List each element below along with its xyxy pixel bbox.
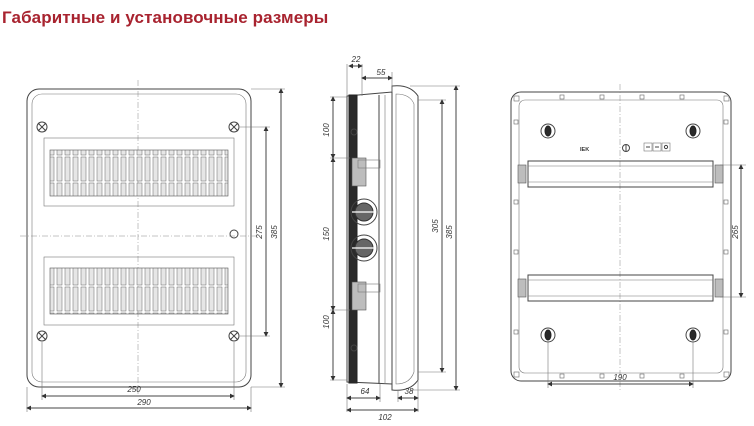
side-rail-upper — [351, 157, 367, 187]
side-dim-100-bottom: 100 — [322, 315, 331, 329]
front-dim-275: 275 — [255, 225, 264, 240]
side-door-inner — [395, 93, 415, 385]
front-screw-bl — [36, 330, 48, 342]
side-back-wall — [348, 94, 358, 384]
side-dim-385: 385 — [445, 225, 454, 239]
side-rail-lower — [351, 281, 367, 311]
back-brand: IEK — [580, 147, 589, 153]
front-dim-290: 290 — [136, 398, 151, 407]
side-dim-64: 64 — [361, 387, 370, 396]
side-dim-102: 102 — [378, 413, 392, 422]
front-dim-250: 250 — [126, 385, 141, 394]
back-perimeter-marks — [513, 94, 730, 379]
front-row-lower-slots — [49, 267, 229, 315]
back-dim-190: 190 — [613, 373, 627, 382]
side-view: 22 55 100 150 100 305 385 64 38 102 — [322, 55, 460, 422]
page-title: Габаритные и установочные размеры — [2, 8, 329, 27]
back-body-inner — [518, 99, 724, 374]
front-view: 275 385 250 290 — [20, 80, 285, 412]
front-row-upper — [43, 137, 235, 207]
back-mount-hole-tl — [540, 123, 556, 139]
side-knockout-upper — [350, 198, 378, 226]
back-body-outline — [510, 91, 732, 382]
side-dim-150: 150 — [322, 227, 331, 241]
back-view: IEK 265 190 — [510, 84, 746, 392]
front-dim-385: 385 — [270, 225, 279, 239]
front-lock-knob — [229, 229, 239, 239]
back-dim-265: 265 — [731, 225, 740, 240]
back-din-rail-upper — [517, 160, 724, 188]
side-dim-38: 38 — [405, 387, 414, 396]
front-body-outline — [26, 88, 252, 388]
front-row-upper-slots — [49, 149, 229, 197]
side-dim-100-top: 100 — [322, 123, 331, 137]
back-mount-hole-br — [685, 327, 701, 343]
back-mount-hole-tr — [685, 123, 701, 139]
side-dim-55: 55 — [377, 68, 386, 77]
back-din-rail-lower — [517, 274, 724, 302]
back-mount-hole-bl — [540, 327, 556, 343]
front-screw-tl — [36, 121, 48, 133]
back-symbol-ground-icon — [622, 144, 630, 152]
back-symbols-icon — [643, 142, 671, 152]
front-body-inner — [31, 93, 247, 383]
side-knockout-lower — [350, 234, 378, 262]
side-dim-305: 305 — [431, 219, 440, 233]
front-screw-br — [228, 330, 240, 342]
side-dim-22: 22 — [351, 55, 361, 64]
front-screw-tr — [228, 121, 240, 133]
front-row-lower — [43, 256, 235, 326]
